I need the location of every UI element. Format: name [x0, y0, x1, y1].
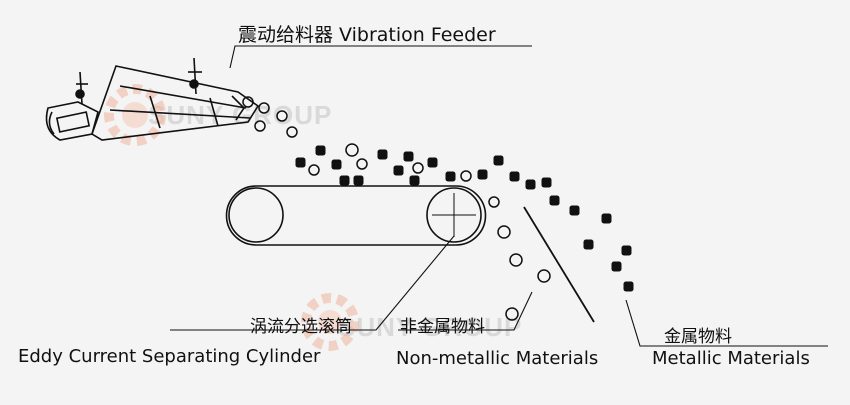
- non-metallic-particles: [242, 96, 551, 321]
- label-vibration-feeder: 震动给料器 Vibration Feeder: [238, 24, 496, 46]
- label-cylinder-cn: 涡流分选滚筒: [250, 317, 352, 337]
- label-metal-en: Metallic Materials: [652, 348, 810, 369]
- eddy-current-cylinder: [426, 187, 482, 243]
- leader-lines: [170, 45, 828, 347]
- idler-roller: [228, 187, 284, 243]
- label-nonmetal-cn: 非金属物料: [400, 317, 485, 337]
- vibration-feeder: [45, 57, 260, 141]
- label-nonmetal-en: Non-metallic Materials: [396, 348, 599, 369]
- conveyor-belt: [225, 185, 487, 246]
- splitter-plate: [523, 206, 595, 323]
- label-metal-cn: 金属物料: [664, 327, 732, 347]
- label-cylinder-en: Eddy Current Separating Cylinder: [18, 346, 321, 367]
- watermark-gear-bottom-icon: [301, 293, 359, 351]
- metallic-particles: [295, 145, 634, 292]
- watermark-bottom: SUNY GROUP: [338, 312, 523, 342]
